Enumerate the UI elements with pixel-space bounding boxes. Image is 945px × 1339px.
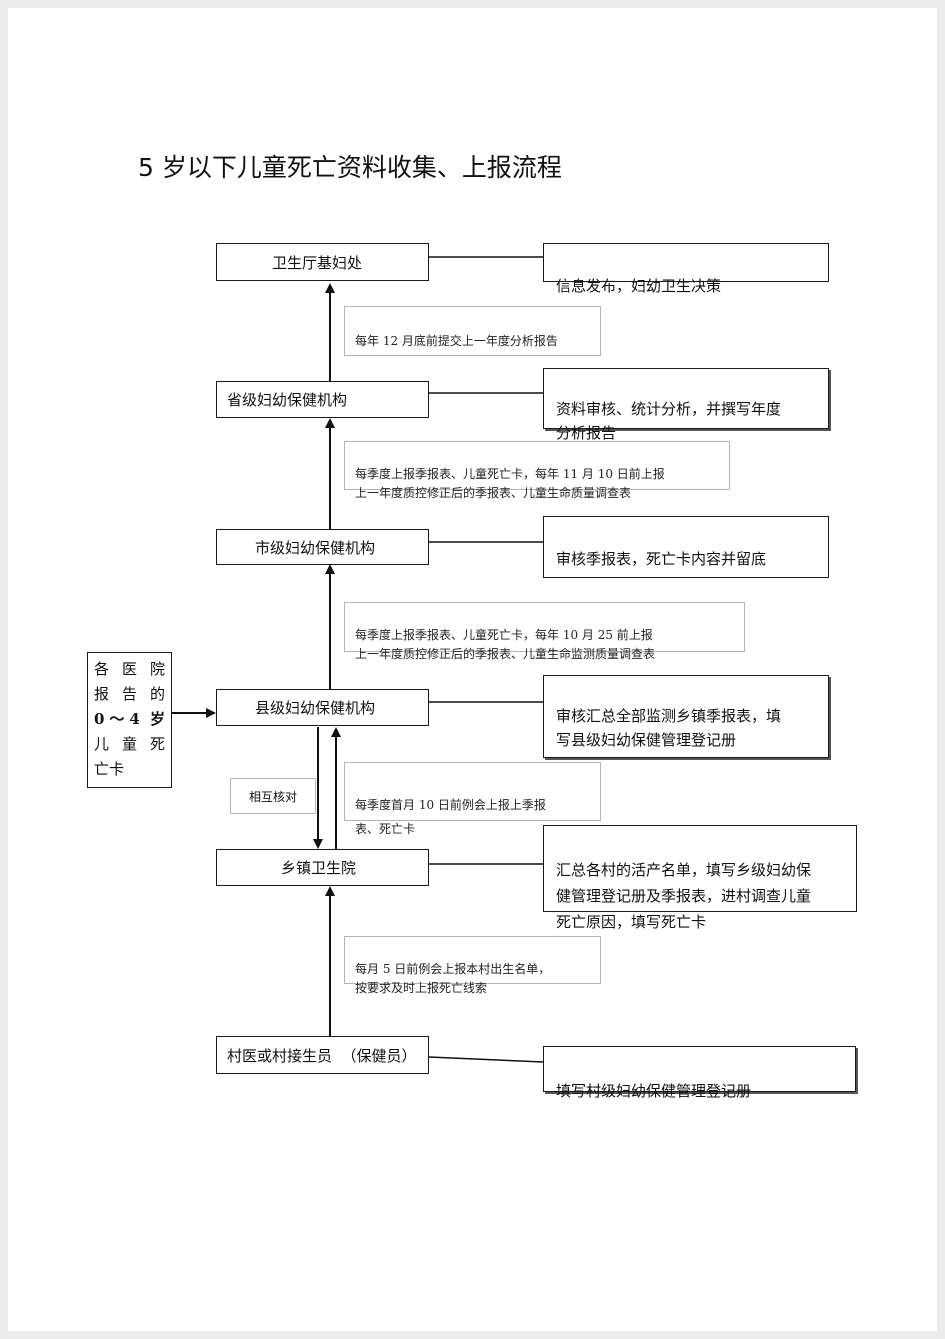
desc-county-text: 审核汇总全部监测乡镇季报表，填 写县级妇幼保健管理登记册: [556, 707, 782, 749]
note-village-to-township: 每月 5 日前例会上报本村出生名单， 按要求及时上报死亡线索: [344, 936, 601, 995]
node-city: 市级妇幼保健机构: [216, 529, 429, 565]
connector-village: [428, 1056, 544, 1063]
desc-township-text: 汇总各村的活产名单，填写乡级妇幼保 健管理登记册及季报表，进村调查儿童 死亡原因…: [556, 861, 812, 931]
note-provincial-to-dept-text: 每年 12 月底前提交上一年度分析报告: [355, 334, 558, 348]
node-village-label: 村医或村接生员 （保健员）: [227, 1046, 417, 1065]
hospital-line-3: 0～4 岁: [94, 710, 165, 728]
node-city-label: 市级妇幼保健机构: [255, 538, 376, 557]
note-township-to-county-text: 每季度首月 10 日前例会上报上季报 表、死亡卡: [355, 798, 546, 836]
desc-township: 汇总各村的活产名单，填写乡级妇幼保 健管理登记册及季报表，进村调查儿童 死亡原因…: [543, 825, 857, 931]
hospital-line-5: 亡卡: [94, 760, 125, 778]
node-township: 乡镇卫生院: [216, 849, 429, 886]
node-village: 村医或村接生员 （保健员）: [216, 1036, 429, 1074]
desc-county: 审核汇总全部监测乡镇季报表，填 写县级妇幼保健管理登记册: [543, 675, 829, 758]
desc-village: 填写村级妇幼保健管理登记册: [543, 1046, 856, 1100]
hospital-line-1: 各医院: [94, 660, 165, 678]
desc-health-dept-text: 信息发布，妇幼卫生决策: [556, 277, 722, 295]
desc-city-text: 审核季报表，死亡卡内容并留底: [556, 550, 767, 568]
note-county-to-city: 每季度上报季报表、儿童死亡卡，每年 10 月 25 前上报 上一年度质控修正后的…: [344, 602, 745, 661]
node-health-dept-label: 卫生厅基妇处: [272, 253, 363, 272]
desc-city: 审核季报表，死亡卡内容并留底: [543, 516, 829, 578]
hospital-line-4: 儿童死: [94, 735, 165, 753]
desc-provincial-text: 资料审核、统计分析，并撰写年度 分析报告: [556, 400, 782, 442]
note-county-to-city-text: 每季度上报季报表、儿童死亡卡，每年 10 月 25 前上报 上一年度质控修正后的…: [355, 628, 656, 661]
desc-village-text: 填写村级妇幼保健管理登记册: [556, 1082, 752, 1100]
node-health-dept: 卫生厅基妇处: [216, 243, 429, 281]
node-township-label: 乡镇卫生院: [281, 859, 357, 877]
desc-provincial: 资料审核、统计分析，并撰写年度 分析报告: [543, 368, 829, 442]
note-city-to-provincial-text: 每季度上报季报表、儿童死亡卡，每年 11 月 10 日前上报 上一年度质控修正后…: [355, 467, 665, 500]
note-village-to-township-text: 每月 5 日前例会上报本村出生名单， 按要求及时上报死亡线索: [355, 962, 551, 995]
node-county: 县级妇幼保健机构: [216, 689, 429, 726]
note-city-to-provincial: 每季度上报季报表、儿童死亡卡，每年 11 月 10 日前上报 上一年度质控修正后…: [344, 441, 730, 500]
hospital-report-box: 各医院 报告的 0～4 岁 儿童死 亡卡: [87, 652, 172, 788]
mutual-verify-text: 相互核对: [248, 789, 297, 804]
page-title: 5 岁以下儿童死亡资料收集、上报流程: [138, 153, 562, 182]
node-provincial-label: 省级妇幼保健机构: [227, 391, 348, 409]
node-provincial: 省级妇幼保健机构: [216, 381, 429, 418]
desc-health-dept: 信息发布，妇幼卫生决策: [543, 243, 829, 295]
node-county-label: 县级妇幼保健机构: [255, 699, 376, 717]
hospital-line-2: 报告的: [94, 685, 165, 703]
mutual-verify-label: 相互核对: [230, 778, 316, 814]
note-township-to-county: 每季度首月 10 日前例会上报上季报 表、死亡卡: [344, 762, 601, 836]
note-provincial-to-dept: 每年 12 月底前提交上一年度分析报告: [344, 306, 601, 356]
